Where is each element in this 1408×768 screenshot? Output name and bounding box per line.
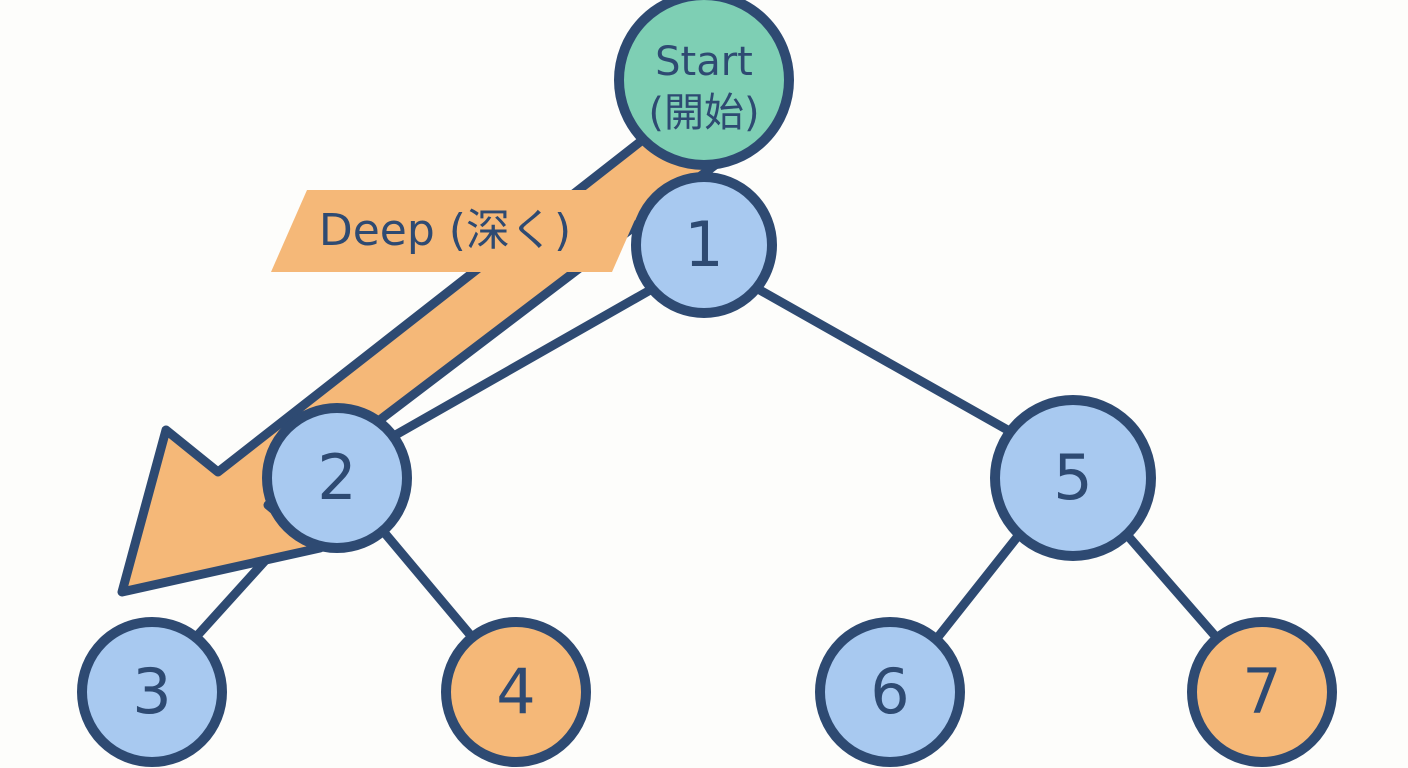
node-6-circle[interactable] [815, 617, 965, 767]
node-start-label-line1: Start [655, 39, 753, 85]
node-start[interactable]: Start (開始) [614, 0, 794, 170]
edge-1-5 [753, 284, 1025, 442]
edge-2-4 [378, 526, 477, 642]
node-5[interactable]: 5 [990, 395, 1156, 561]
edge-1-2 [387, 284, 657, 442]
node-1-circle[interactable] [631, 172, 777, 318]
node-start-label-line2: (開始) [648, 90, 759, 136]
deep-arrow-shape [117, 90, 753, 597]
node-1[interactable]: 1 [631, 172, 777, 318]
node-3-label: 3 [132, 655, 171, 728]
node-4[interactable]: 4 [441, 617, 591, 767]
node-7-label: 7 [1242, 655, 1281, 728]
node-2-label: 2 [317, 441, 356, 514]
node-start-circle[interactable] [614, 0, 794, 170]
node-2[interactable]: 2 [262, 403, 412, 553]
edge-5-7 [1123, 531, 1221, 642]
node-4-label: 4 [496, 655, 535, 728]
node-5-circle[interactable] [990, 395, 1156, 561]
node-6-label: 6 [870, 655, 909, 728]
node-2-circle[interactable] [262, 403, 412, 553]
node-7[interactable]: 7 [1187, 617, 1337, 767]
deep-banner-label: Deep (深く) [319, 205, 571, 256]
node-7-circle[interactable] [1187, 617, 1337, 767]
deep-banner-shape [271, 190, 648, 272]
node-5-label: 5 [1053, 441, 1092, 514]
edge-5-6 [933, 531, 1023, 642]
node-4-circle[interactable] [441, 617, 591, 767]
node-3[interactable]: 3 [77, 617, 227, 767]
deep-arrow [117, 90, 753, 597]
node-3-circle[interactable] [77, 617, 227, 767]
node-6[interactable]: 6 [815, 617, 965, 767]
deep-banner: Deep (深く) [271, 190, 648, 272]
node-1-label: 1 [684, 208, 723, 281]
